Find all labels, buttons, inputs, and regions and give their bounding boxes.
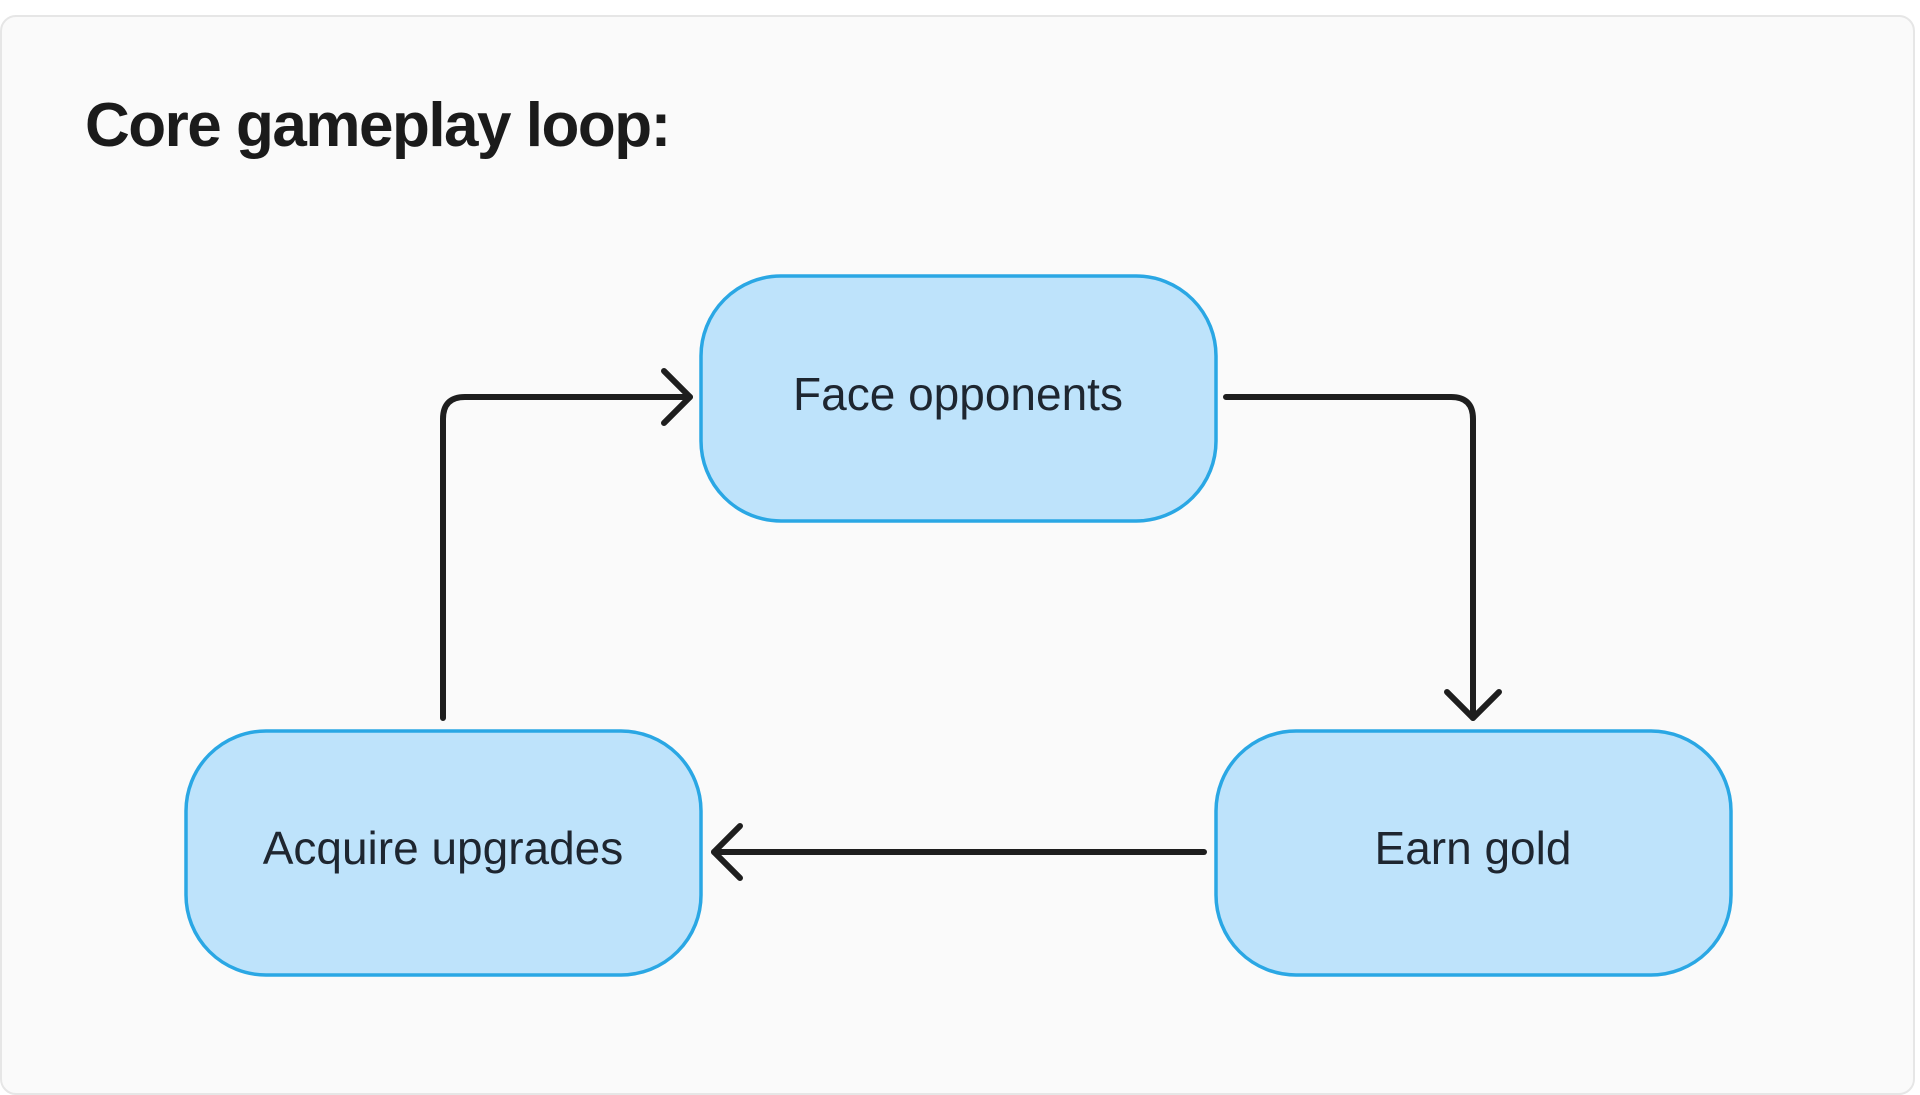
edge-gold-to-upgrades — [711, 823, 1207, 881]
node-acquire-upgrades-box — [184, 729, 703, 977]
edge-upgrades-to-face-line — [440, 394, 693, 721]
node-earn-gold[interactable]: Earn gold — [1214, 729, 1733, 977]
node-face-opponents-box — [699, 274, 1218, 523]
arrow-down-icon — [1444, 689, 1502, 721]
edge-face-to-gold-line — [1223, 394, 1476, 721]
node-face-opponents[interactable]: Face opponents — [699, 274, 1218, 523]
arrow-left-icon — [711, 823, 743, 881]
node-acquire-upgrades[interactable]: Acquire upgrades — [184, 729, 703, 977]
edge-face-to-gold — [1223, 394, 1502, 721]
arrow-right-icon — [661, 368, 693, 426]
node-acquire-upgrades-label: Acquire upgrades — [263, 822, 624, 874]
node-earn-gold-label: Earn gold — [1375, 822, 1572, 874]
node-face-opponents-label: Face opponents — [793, 368, 1123, 420]
page-title: Core gameplay loop: — [85, 91, 671, 160]
edge-upgrades-to-face — [440, 368, 693, 721]
node-earn-gold-box — [1214, 729, 1733, 977]
